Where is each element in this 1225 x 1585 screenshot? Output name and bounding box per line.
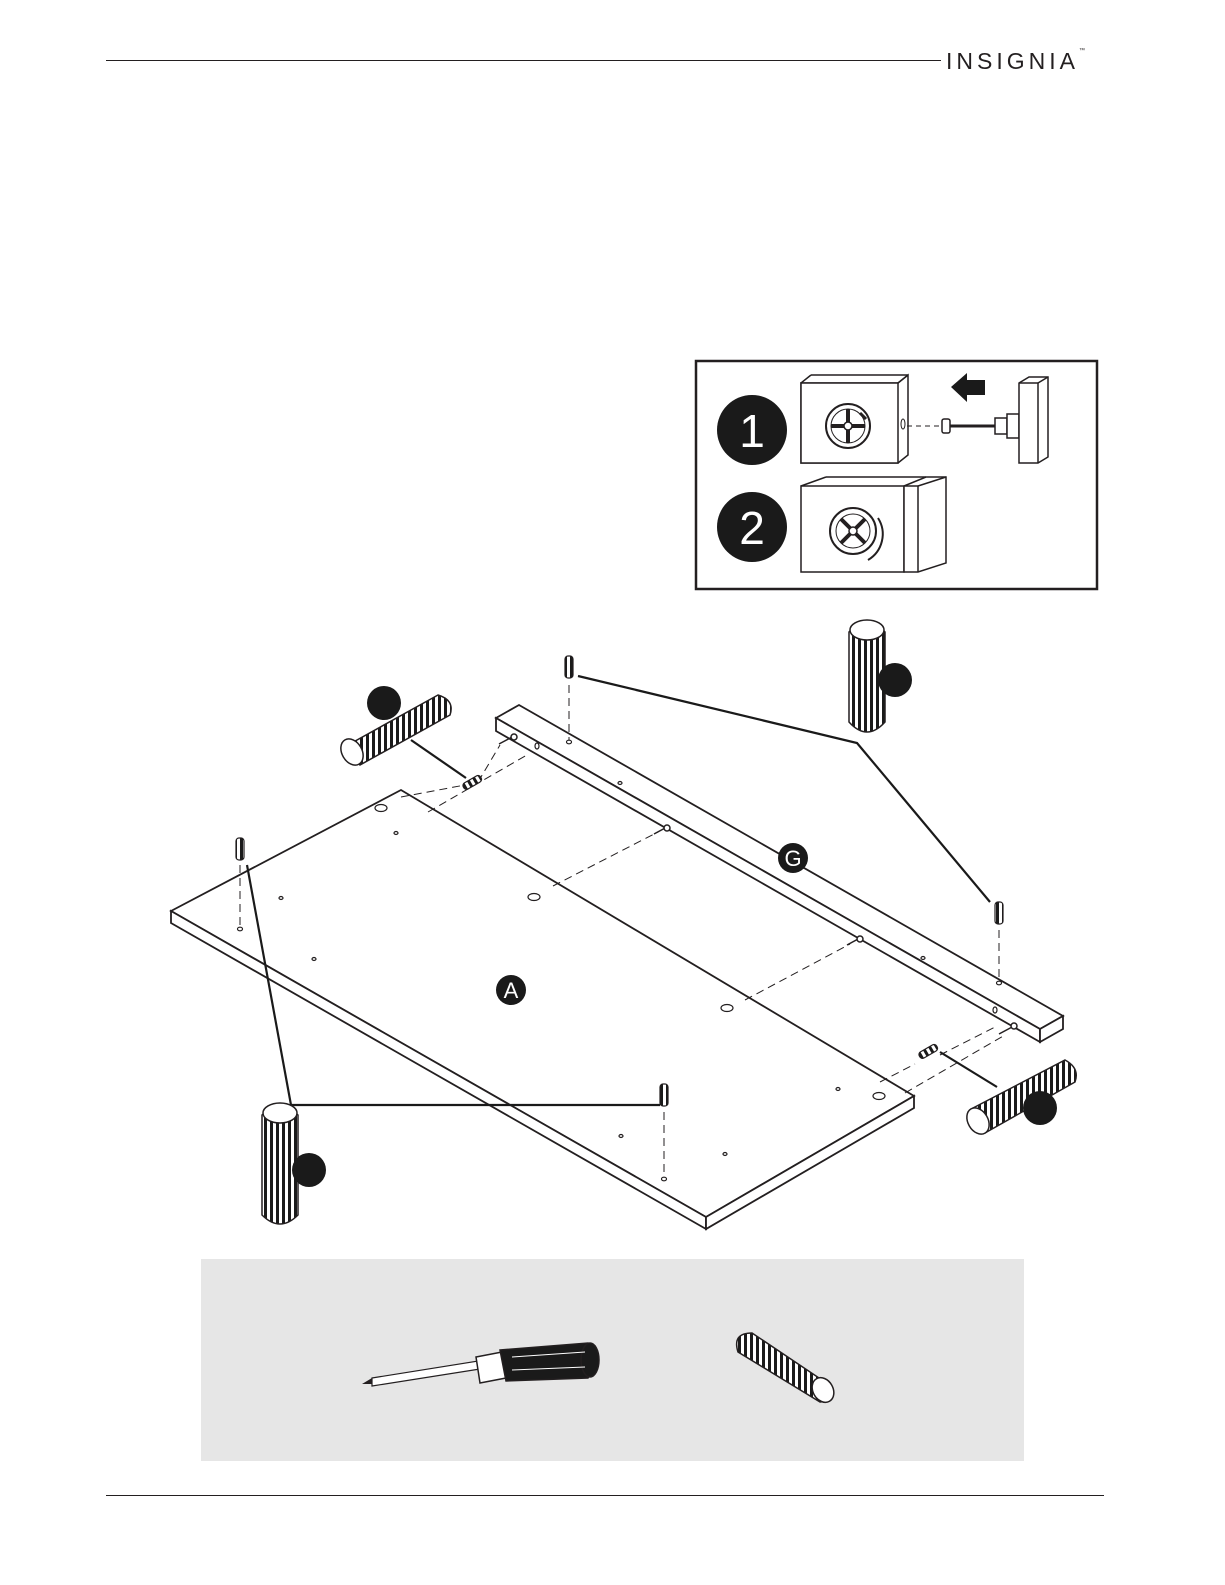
step-1-number: 1 xyxy=(739,405,765,457)
dowel-callout-top-right xyxy=(849,620,912,732)
dowel-callout-bottom-left xyxy=(262,1103,326,1224)
footer-rule xyxy=(106,1495,1104,1496)
tools-panel-background xyxy=(201,1259,1024,1461)
rail-g-label: G xyxy=(784,846,801,871)
panel-a-label: A xyxy=(504,978,519,1003)
dowel-callout-bottom-right xyxy=(962,1060,1076,1138)
cam-lock-inset: 1 xyxy=(696,361,1097,589)
step-2-number: 2 xyxy=(739,502,765,554)
tools-panel xyxy=(201,1259,1024,1461)
